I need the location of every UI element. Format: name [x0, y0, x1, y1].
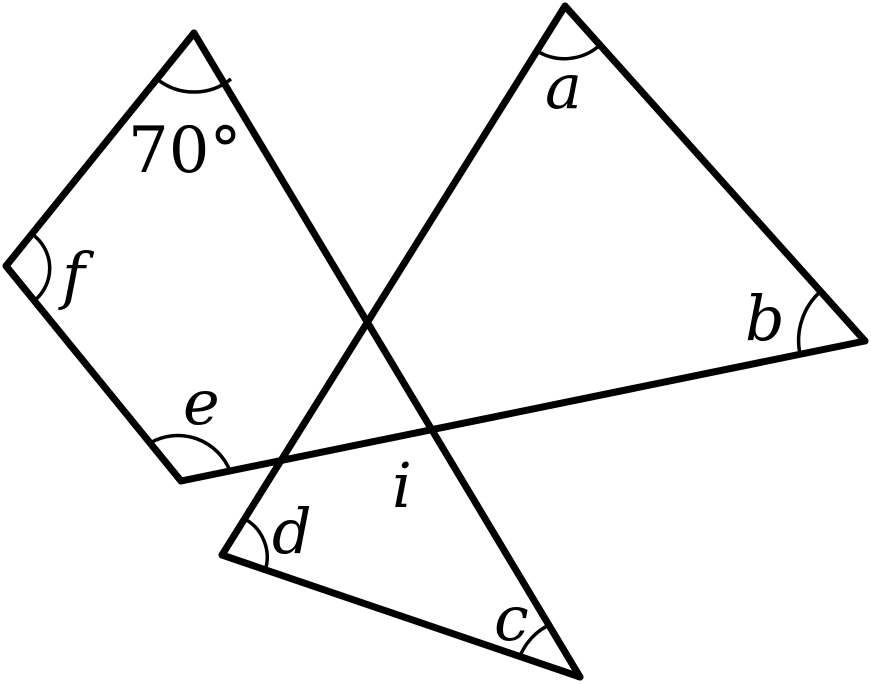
- known-angle-label: 70°: [128, 114, 241, 188]
- edge-top-left: [2, 29, 198, 270]
- edge-long-diagonal-down: [190, 29, 584, 681]
- angle-arc-f: [30, 232, 52, 303]
- angle-arc-d: [244, 517, 269, 572]
- angle-label-e: e: [183, 366, 220, 439]
- angle-label-f: f: [58, 239, 95, 312]
- edge-right-upper: [561, 2, 869, 345]
- angle-arc-c: [518, 623, 550, 657]
- angle-arc-e: [149, 433, 232, 472]
- angle-arc-a: [536, 43, 602, 61]
- edge-left-bottom: [2, 262, 185, 485]
- edge-lower-left: [218, 551, 584, 681]
- angle-label-i: i: [392, 449, 412, 522]
- angle-arc-b: [796, 289, 823, 355]
- angle-label-d: d: [272, 495, 312, 568]
- angle-label-c: c: [494, 582, 529, 655]
- angle-label-a: a: [545, 50, 582, 123]
- angle-label-b: b: [745, 282, 785, 355]
- edge-long-base: [177, 337, 869, 485]
- angle-arc-70: [155, 77, 233, 94]
